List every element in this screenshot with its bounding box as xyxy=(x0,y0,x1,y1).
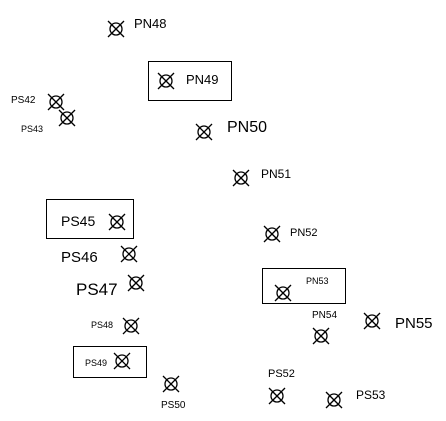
label-ps48: PS48 xyxy=(91,320,114,330)
label-ps46: PS46 xyxy=(61,249,98,266)
crossed-circle-marker-icon xyxy=(108,213,126,231)
crossed-circle-marker-icon xyxy=(363,312,381,330)
crossed-circle-marker-icon xyxy=(127,274,145,292)
crossed-circle-marker-icon xyxy=(58,109,76,127)
crossed-circle-marker-icon xyxy=(113,352,131,370)
crossed-circle-marker-icon xyxy=(107,20,125,38)
crossed-circle-marker-icon xyxy=(162,375,180,393)
label-ps53: PS53 xyxy=(356,388,386,402)
ps45-box xyxy=(46,199,134,239)
label-ps50: PS50 xyxy=(161,400,186,411)
label-pn54: PN54 xyxy=(312,310,338,321)
label-pn51: PN51 xyxy=(261,167,292,181)
label-pn50: PN50 xyxy=(227,119,268,136)
crossed-circle-marker-icon xyxy=(274,284,292,302)
crossed-circle-marker-icon xyxy=(120,245,138,263)
label-pn53: PN53 xyxy=(306,276,329,286)
crossed-circle-marker-icon xyxy=(232,169,250,187)
label-pn49: PN49 xyxy=(186,72,219,87)
label-pn48: PN48 xyxy=(134,16,167,31)
pn53-box xyxy=(262,268,346,304)
label-ps42: PS42 xyxy=(11,95,36,106)
label-ps45: PS45 xyxy=(61,213,96,229)
label-ps49: PS49 xyxy=(85,358,108,368)
crossed-circle-marker-icon xyxy=(47,93,65,111)
crossed-circle-marker-icon xyxy=(312,327,330,345)
crossed-circle-marker-icon xyxy=(263,225,281,243)
crossed-circle-marker-icon xyxy=(122,317,140,335)
crossed-circle-marker-icon xyxy=(268,387,286,405)
crossed-circle-marker-icon xyxy=(195,123,213,141)
label-pn52: PN52 xyxy=(290,227,318,239)
pn49-box xyxy=(148,61,232,101)
label-pn55: PN55 xyxy=(395,315,433,332)
crossed-circle-marker-icon xyxy=(157,72,175,90)
label-ps47: PS47 xyxy=(76,280,118,299)
crossed-circle-marker-icon xyxy=(325,391,343,409)
label-ps43: PS43 xyxy=(21,124,44,134)
label-ps52: PS52 xyxy=(268,368,295,380)
ps49-box xyxy=(73,346,147,378)
